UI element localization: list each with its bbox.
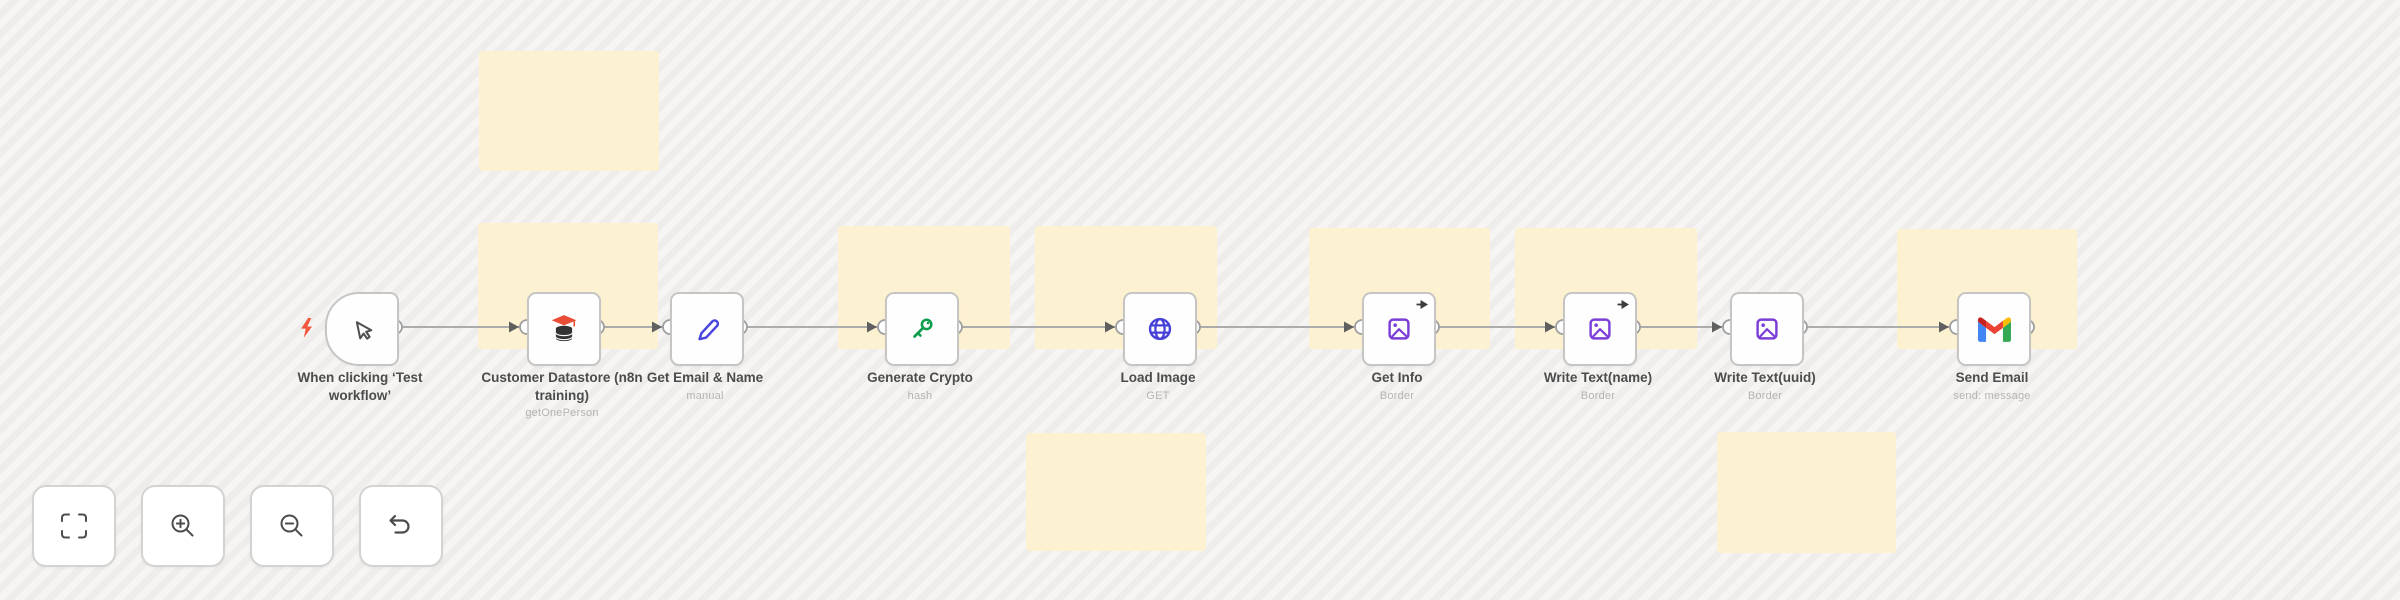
zoom-to-fit-icon: [61, 513, 87, 539]
zoom-in-icon: [171, 514, 194, 537]
node-box[interactable]: [670, 292, 744, 366]
database-graduation-icon: [551, 315, 577, 342]
node-customer-datastore[interactable]: Customer Datastore (n8n training) getOne…: [481, 292, 643, 419]
image-icon: [1589, 318, 1611, 340]
node-get-info[interactable]: Get Info Border: [1362, 292, 1436, 402]
node-label: Write Text(uuid): [1714, 370, 1816, 385]
undo-icon: [389, 514, 410, 534]
node-write-text-uuid[interactable]: Write Text(uuid) Border: [1714, 292, 1816, 402]
pencil-icon: [698, 319, 720, 341]
connection-arrow-icon: [652, 321, 662, 333]
canvas-controls: [32, 485, 443, 567]
connection-arrow-icon: [1939, 321, 1949, 333]
node-send-email[interactable]: Send Email send: message: [1953, 292, 2031, 402]
undo-button[interactable]: [359, 485, 443, 567]
pinned-arrow-icon: [1416, 300, 1428, 309]
node-subtitle: send: message: [1953, 389, 2031, 402]
cursor-icon: [355, 321, 373, 340]
node-box[interactable]: [1362, 292, 1436, 366]
sticky-note[interactable]: [1717, 432, 1896, 553]
connection-arrow-icon: [509, 321, 519, 333]
zoom-in-button[interactable]: [141, 485, 225, 567]
node-subtitle: hash: [907, 389, 933, 402]
node-box[interactable]: [885, 292, 959, 366]
node-load-image[interactable]: Load Image GET: [1120, 292, 1197, 402]
node-label: Send Email: [1955, 370, 2029, 385]
node-box[interactable]: [1957, 292, 2031, 366]
pinned-arrow-icon: [1617, 300, 1629, 309]
node-box[interactable]: [1123, 292, 1197, 366]
node-label: Generate Crypto: [867, 370, 973, 385]
node-label: When clicking ‘Test workflow’: [297, 370, 423, 403]
node-box[interactable]: [325, 292, 399, 366]
image-icon: [1388, 318, 1410, 340]
node-subtitle: Border: [1747, 389, 1783, 402]
node-box[interactable]: [527, 292, 601, 366]
node-label: Load Image: [1120, 370, 1196, 385]
node-label: Get Email & Name: [646, 370, 764, 385]
node-box[interactable]: [1563, 292, 1637, 366]
sticky-note[interactable]: [479, 51, 659, 171]
node-subtitle: GET: [1146, 389, 1170, 402]
connection-arrow-icon: [1712, 321, 1722, 333]
node-label: Get Info: [1371, 370, 1423, 385]
zoom-to-fit-button[interactable]: [32, 485, 116, 567]
node-generate-crypto[interactable]: Generate Crypto hash: [867, 292, 973, 402]
key-icon: [913, 318, 933, 338]
node-subtitle: Border: [1379, 389, 1415, 402]
connection-arrow-icon: [1344, 321, 1354, 333]
connection-arrow-icon: [1545, 321, 1555, 333]
node-label: Customer Datastore (n8n training): [481, 370, 643, 403]
node-get-email-name[interactable]: Get Email & Name manual: [647, 292, 763, 402]
globe-icon: [1148, 317, 1172, 341]
node-subtitle: manual: [686, 389, 724, 402]
connection-arrow-icon: [867, 321, 877, 333]
node-subtitle: Border: [1580, 389, 1616, 402]
zoom-out-button[interactable]: [250, 485, 334, 567]
node-write-text-name[interactable]: Write Text(name) Border: [1544, 292, 1652, 402]
gmail-icon: [1977, 316, 2011, 342]
node-subtitle: getOnePerson: [525, 407, 599, 420]
node-when-clicking-test-workflow[interactable]: When clicking ‘Test workflow’: [297, 292, 423, 403]
node-box[interactable]: [1730, 292, 1804, 366]
lightning-bolt-icon: [299, 318, 314, 343]
sticky-note[interactable]: [1026, 433, 1206, 551]
node-label: Write Text(name): [1543, 370, 1653, 385]
image-icon: [1756, 318, 1778, 340]
zoom-out-icon: [280, 514, 303, 537]
connection-arrow-icon: [1105, 321, 1115, 333]
